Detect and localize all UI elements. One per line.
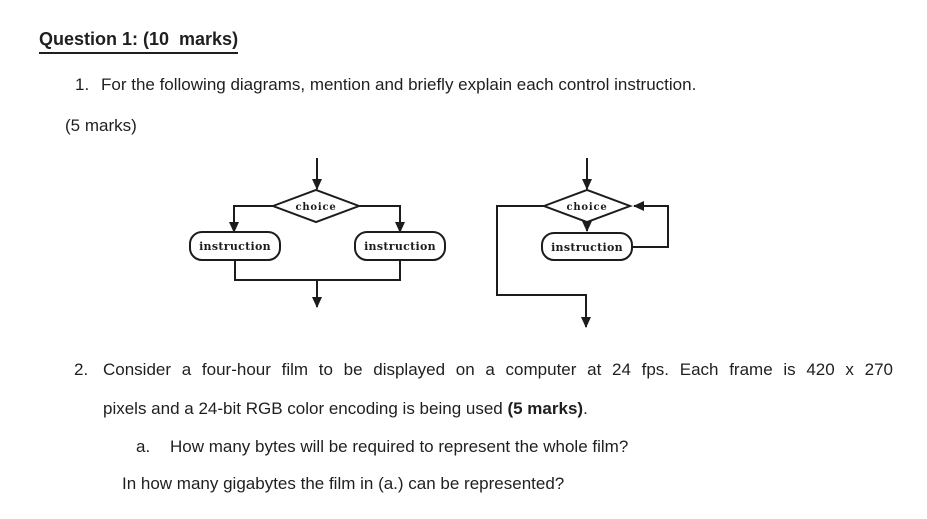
question-2-text-line-2: pixels and a 24-bit RGB color encoding i… — [103, 399, 508, 418]
loop-choice-diamond — [541, 188, 633, 224]
loop-diagram: choice instruction — [496, 158, 669, 328]
question-1-line: 1. For the following diagrams, mention an… — [75, 75, 696, 95]
list-letter-a: a. — [136, 437, 151, 456]
question-2-period: . — [583, 399, 588, 418]
question-heading: Question 1: (10 marks) — [39, 29, 239, 54]
selection-left-branch-arrow — [229, 205, 273, 233]
selection-right-instruction-label: instruction — [364, 240, 436, 253]
selection-right-branch-arrow — [359, 205, 405, 233]
list-number-2: 2. — [74, 360, 89, 379]
loop-back-arrow — [632, 201, 669, 248]
question-2-line-2: pixels and a 24-bit RGB color encoding i… — [103, 399, 588, 419]
loop-instruction-label: instruction — [551, 241, 623, 254]
question-2b-text: In how many gigabytes the film in (a.) c… — [122, 474, 565, 493]
loop-exit-arrow — [496, 205, 591, 328]
question-2a-text: How many bytes will be required to repre… — [170, 437, 629, 456]
selection-diagram: choice instruction instruction — [189, 158, 446, 308]
question-1-marks: (5 marks) — [65, 116, 137, 135]
question-2-marks: (5 marks) — [507, 399, 584, 418]
flowchart-diagrams: choice instruction instruction choice in… — [189, 158, 669, 328]
question-2b-line: In how many gigabytes the film in (a.) c… — [122, 474, 564, 494]
loop-choice-label: choice — [566, 202, 607, 213]
question-2-line-1: 2. Consider a four-hour film to be displa… — [74, 360, 893, 380]
list-number-1: 1. — [75, 75, 90, 94]
selection-left-instruction-label: instruction — [199, 240, 271, 253]
selection-merge-line — [234, 260, 401, 281]
question-2a-line: a. How many bytes will be required to rep… — [136, 437, 628, 457]
selection-choice-label: choice — [295, 202, 336, 213]
question-2-text-line-1: Consider a four-hour film to be displaye… — [103, 360, 893, 379]
question-1-text: For the following diagrams, mention and … — [101, 75, 697, 94]
